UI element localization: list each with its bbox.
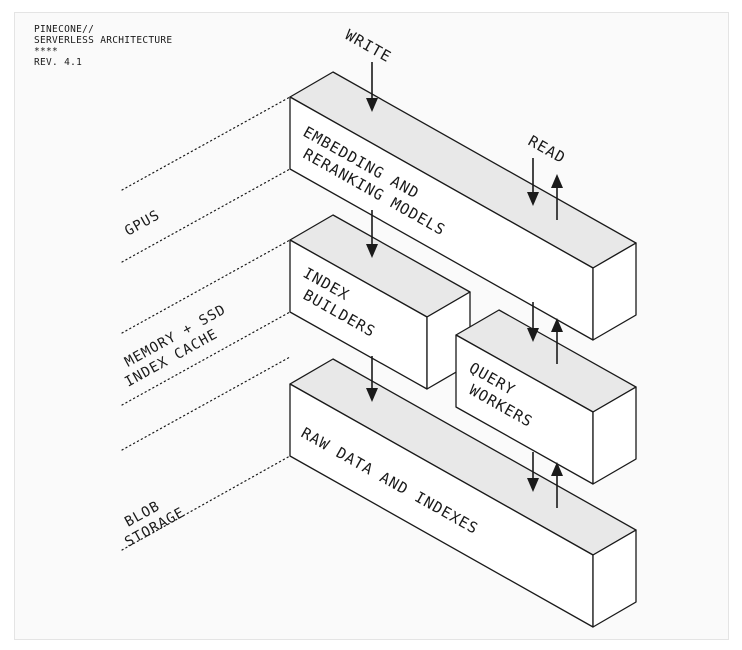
memory-guide-top [121,239,291,334]
read-arrows-3 [527,452,563,508]
builders-block: INDEX BUILDERS [289,214,471,390]
gpus-guide-top [121,96,291,191]
tier-label-gpus: GPUS [122,207,163,239]
blob-guide-top [121,356,291,451]
read-arrows-1 [527,158,563,220]
header-stars: **** [34,46,59,57]
write-arrow-3 [366,356,378,402]
tier-guides [121,96,291,551]
write-arrow-2 [366,210,378,258]
memory-guide-bottom [121,311,291,406]
blob-guide-bottom [121,455,291,551]
header-title: SERVERLESS ARCHITECTURE [34,35,173,46]
models-block: EMBEDDING AND RERANKING MODELS [289,71,637,341]
workers-block: QUERY WORKERS [455,309,637,485]
header-brand: PINECONE// [34,24,95,35]
write-arrow-1 [366,62,378,112]
header-revision: REV. 4.1 [34,57,83,68]
diagram-header: PINECONE// SERVERLESS ARCHITECTURE **** … [34,24,172,68]
read-label: READ [525,132,569,167]
write-label: WRITE [342,26,395,66]
gpus-guide-bottom [121,168,291,263]
read-arrows-2 [527,302,563,364]
